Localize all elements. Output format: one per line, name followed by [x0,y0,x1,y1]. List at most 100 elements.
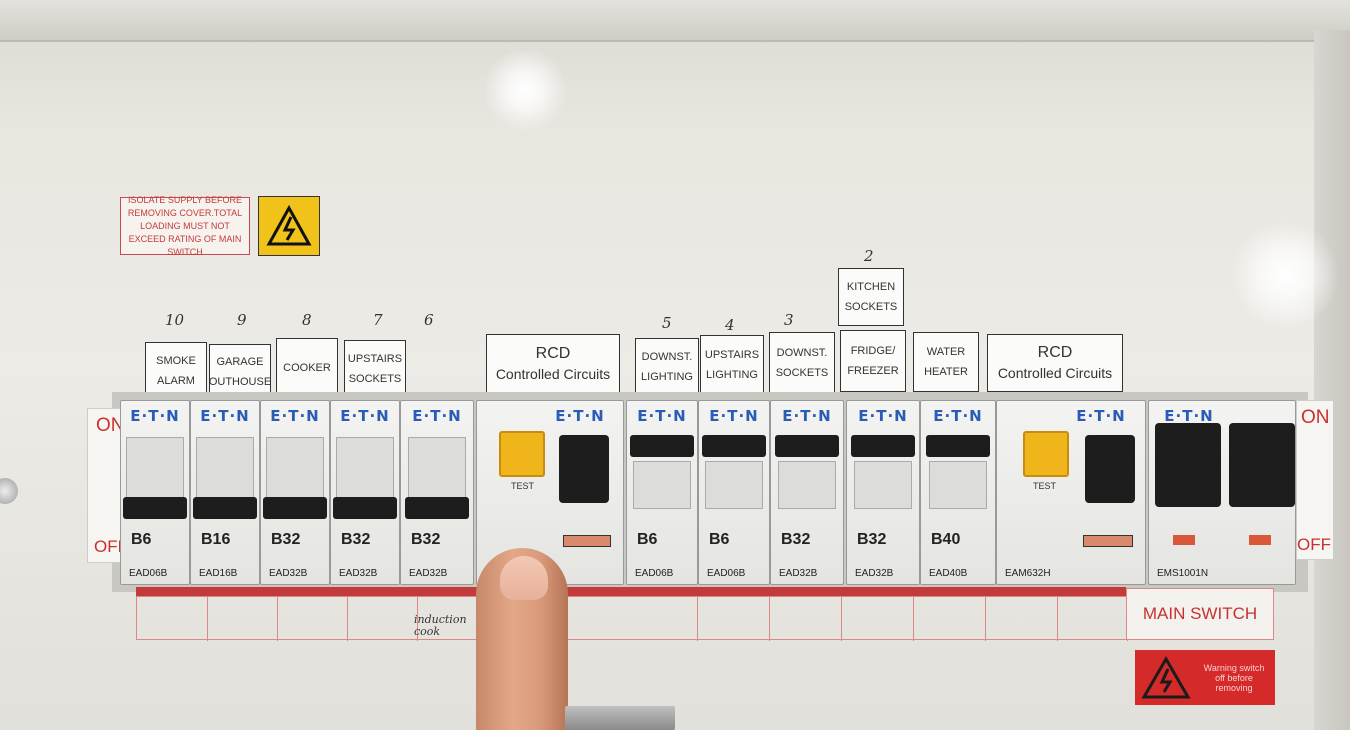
light-glare [1230,220,1340,330]
breaker-mcb[interactable]: E·T·N B32 EAD32B [770,400,844,585]
breaker-toggle[interactable] [702,435,766,457]
breaker-rating: B32 [271,531,301,548]
handwritten-strip-note: induction cook [414,613,467,638]
strip-cell [769,597,842,641]
breaker-model: EAD32B [269,568,308,579]
warning-text: Warning switch off before removing [1203,662,1265,693]
label-fridge-freezer: FRIDGE/ FREEZER [840,330,906,392]
breaker-mcb[interactable]: E·T·N B32 EAD32B [846,400,920,585]
breaker-mcb[interactable]: E·T·N B6 EAD06B [626,400,698,585]
on-label-left: ON OFF [87,408,128,563]
breaker-model: EAD32B [779,568,818,579]
label-smoke-alarm: SMOKE ALARM [145,342,207,400]
breaker-toggle[interactable] [405,497,469,519]
breaker-model: EAD06B [707,568,746,579]
busbar-red-strip [136,587,1126,596]
eaton-logo: E·T·N [1164,407,1214,425]
label-rcd-1: RCD Controlled Circuits [486,334,620,394]
rcd-toggle[interactable] [1085,435,1135,503]
isolate-warning-label: ISOLATE SUPPLY BEFORE REMOVING COVER.TOT… [120,195,250,257]
breaker-mcb[interactable]: E·T·N B6 EAD06B [698,400,770,585]
breaker-rating: B6 [131,531,152,548]
breaker-rating: B40 [931,531,961,548]
breaker-rating: B6 [709,531,730,548]
rcd-test-button[interactable] [1023,431,1069,477]
strip-cell [985,597,1058,641]
breaker-toggle[interactable] [775,435,839,457]
switch-off-warning: Warning switch off before removing [1135,650,1275,705]
breaker-model: EAD32B [339,568,378,579]
eaton-logo: E·T·N [555,407,605,425]
circuit-number-7: 7 [373,311,383,329]
circuit-number-2: 2 [864,247,874,265]
label-cooker: COOKER [276,338,338,398]
breaker-rating: B32 [857,531,887,548]
breaker-mcb[interactable]: E·T·N B6 EAD06B [120,400,190,585]
label-rcd-2: RCD Controlled Circuits [987,334,1123,392]
main-switch-toggle[interactable] [1229,423,1295,507]
breaker-rating: B16 [201,531,231,548]
on-text: ON [1301,407,1330,428]
breaker-mcb[interactable]: E·T·N B16 EAD16B [190,400,260,585]
circuit-number-5: 5 [662,314,672,332]
label-downst-sockets: DOWNST. SOCKETS [769,332,835,394]
breaker-mcb[interactable]: E·T·N B32 EAD32B [330,400,400,585]
eaton-logo: E·T·N [709,407,759,425]
label-upstairs-sockets: UPSTAIRS SOCKETS [344,340,406,398]
circuit-number-8: 8 [302,311,312,329]
eaton-logo: E·T·N [200,407,250,425]
breaker-toggle[interactable] [926,435,990,457]
eaton-logo: E·T·N [340,407,390,425]
on-text: ON [96,415,125,436]
circuit-number-10: 10 [165,311,185,329]
breaker-rating: B32 [781,531,811,548]
eaton-logo: E·T·N [130,407,180,425]
main-switch-indicator [1173,535,1195,545]
rcd-indicator [563,535,611,547]
off-text: OFF [1297,535,1331,554]
top-cover-edge [0,0,1350,42]
toggle-well [705,461,763,509]
off-text: OFF [94,537,128,556]
eaton-logo: E·T·N [782,407,832,425]
breaker-model: EAD16B [199,568,238,579]
breaker-model: EAD06B [129,568,168,579]
breaker-toggle[interactable] [333,497,397,519]
breaker-toggle[interactable] [851,435,915,457]
eaton-logo: E·T·N [1076,407,1126,425]
main-switch-indicator [1249,535,1271,545]
rcd-title: RCD [535,345,571,362]
strip-cell [841,597,914,641]
main-switch-toggle[interactable] [1155,423,1221,507]
toggle-well [929,461,987,509]
breaker-toggle[interactable] [123,497,187,519]
rcd-device[interactable]: E·T·N TEST EAM632H [996,400,1146,585]
toggle-well [633,461,691,509]
light-glare [480,50,570,130]
eaton-logo: E·T·N [933,407,983,425]
main-switch-model: EMS1001N [1157,568,1209,579]
rcd-toggle[interactable] [559,435,609,503]
breaker-toggle[interactable] [630,435,694,457]
breaker-mcb[interactable]: E·T·N B32 EAD32B [260,400,330,585]
label-kitchen-sockets: KITCHEN SOCKETS [838,268,904,326]
breaker-model: EAD32B [855,568,894,579]
main-switch[interactable]: E·T·N EMS1001N [1148,400,1296,585]
breaker-mcb[interactable]: E·T·N B40 EAD40B [920,400,996,585]
breaker-mcb[interactable]: E·T·N B32 EAD32B [400,400,474,585]
cover-latch [565,706,675,730]
panel-right-edge [1314,30,1350,730]
breaker-model: EAD40B [929,568,968,579]
circuit-id-strip [136,596,1274,641]
strip-cell [627,597,698,641]
label-downst-lighting: DOWNST. LIGHTING [635,338,699,396]
rcd-subtitle: Controlled Circuits [997,365,1113,381]
breaker-toggle[interactable] [193,497,257,519]
rcd-test-label: TEST [511,481,535,491]
breaker-toggle[interactable] [263,497,327,519]
rcd-test-button[interactable] [499,431,545,477]
strip-cell [277,597,348,641]
circuit-number-6: 6 [424,311,434,329]
eaton-logo: E·T·N [637,407,687,425]
eaton-logo: E·T·N [858,407,908,425]
